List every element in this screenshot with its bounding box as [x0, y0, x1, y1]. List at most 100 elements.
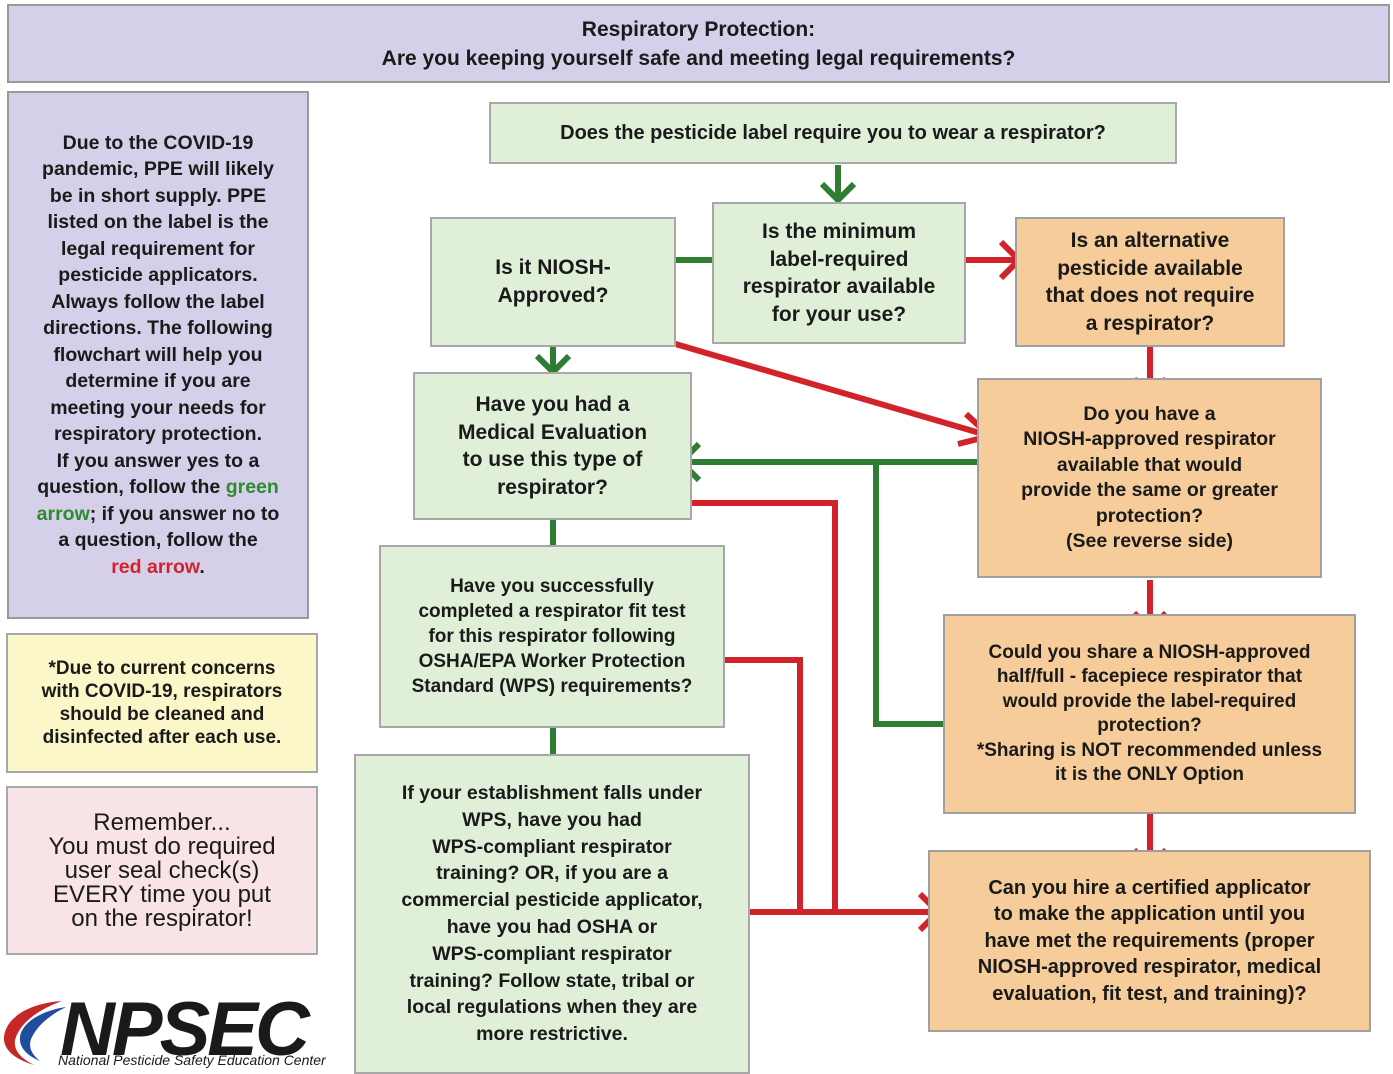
note-line: with COVID-19, respirators: [41, 681, 283, 702]
question-text: a respirator?: [1085, 311, 1215, 335]
question-text: (See reverse side): [1066, 530, 1233, 552]
question-medical-evaluation: Have you had a Medical Evaluation to use…: [413, 372, 692, 520]
question-text: Is the minimum: [761, 220, 917, 243]
intro-line: Always follow the label: [51, 290, 265, 313]
question-text: commercial pesticide applicator,: [401, 889, 703, 912]
question-text: pesticide available: [1057, 256, 1243, 280]
question-text: Have you successfully: [450, 576, 654, 597]
question-text: Can you hire a certified applicator: [988, 876, 1311, 899]
question-text: NIOSH-approved respirator: [1023, 428, 1276, 450]
question-text: to use this type of: [462, 448, 643, 471]
yes-arrow-q1-q2: [819, 165, 857, 205]
intro-line: listed on the label is the: [47, 211, 269, 234]
covid-cleaning-note: *Due to current concerns with COVID-19, …: [6, 633, 318, 773]
no-arrow-q9-q10: [739, 891, 943, 933]
question-text: Do you have a: [1083, 402, 1216, 425]
question-text: available that would: [1056, 453, 1243, 476]
intro-text: ; if you answer no to: [89, 502, 280, 525]
question-text: that does not require: [1045, 284, 1255, 307]
question-text: *Sharing is NOT recommended unless: [976, 739, 1323, 761]
yes-arrow-q6-q5: [676, 441, 994, 483]
note-line: disinfected after each use.: [42, 727, 282, 748]
question-text: it is the ONLY Option: [1055, 764, 1244, 785]
yes-arrow-q8-q5: [873, 462, 963, 727]
question-text: respirator?: [497, 475, 608, 499]
question-text: Does the pesticide label require you to …: [560, 121, 1106, 144]
question-text: WPS-compliant respirator: [432, 835, 672, 858]
remember-line: user seal check(s): [64, 856, 260, 884]
note-line: should be cleaned and: [59, 704, 265, 725]
question-text: Could you share a NIOSH-approved: [988, 641, 1311, 663]
intro-line: be in short supply. PPE: [49, 184, 267, 207]
title-line-2: Are you keeping yourself safe and meetin…: [381, 46, 1016, 70]
question-text: for your use?: [771, 302, 907, 326]
question-text: training? Follow state, tribal or: [409, 969, 695, 992]
intro-line: pandemic, PPE will likely: [42, 158, 274, 181]
question-text: protection?: [1095, 504, 1204, 527]
question-text: completed a respirator fit test: [418, 601, 686, 622]
intro-line: respiratory protection.: [53, 423, 263, 446]
intro-line: flowchart will help you: [53, 343, 263, 366]
intro-line: legal requirement for: [61, 237, 255, 260]
question-label-requires-respirator: Does the pesticide label require you to …: [489, 102, 1177, 164]
question-text: to make the application until you: [993, 903, 1306, 926]
question-text: If your establishment falls under: [401, 782, 703, 805]
question-text: have you had OSHA or: [446, 916, 658, 938]
question-text: NIOSH-approved respirator, medical: [977, 956, 1322, 979]
intro-line: pesticide applicators.: [58, 264, 258, 287]
question-niosh-approved: Is it NIOSH- Approved?: [430, 217, 676, 347]
green-word: green: [225, 476, 279, 499]
page-title: Respiratory Protection: Are you keeping …: [7, 4, 1390, 83]
no-arrow-q5-q10: [679, 500, 838, 912]
remember-line: on the respirator!: [71, 904, 253, 932]
remember-line: Remember...: [93, 808, 231, 836]
question-text: for this respirator following: [428, 626, 676, 647]
question-text: WPS, have you had: [462, 808, 642, 831]
question-text: OSHA/EPA Worker Protection: [418, 651, 686, 672]
npsec-swoosh-icon: [3, 1001, 66, 1065]
question-text: respirator available: [742, 275, 936, 298]
title-line-1: Respiratory Protection:: [581, 17, 816, 41]
question-text: WPS-compliant respirator: [432, 942, 672, 965]
question-equivalent-respirator: Do you have a NIOSH-approved respirator …: [977, 378, 1322, 578]
question-text: would provide the label-required: [1002, 690, 1297, 712]
logo-wordmark: NPSEC: [60, 987, 310, 1072]
question-text: Have you had a: [475, 393, 630, 416]
question-min-respirator-available: Is the minimum label-required respirator…: [712, 202, 966, 344]
question-text: protection?: [1097, 715, 1202, 736]
question-text: Medical Evaluation: [457, 420, 648, 444]
question-text: have met the requirements (proper: [984, 929, 1315, 952]
question-alternative-pesticide: Is an alternative pesticide available th…: [1015, 217, 1285, 347]
question-share-respirator: Could you share a NIOSH-approved half/fu…: [943, 614, 1356, 814]
intro-line: meeting your needs for: [50, 396, 266, 419]
question-text: Standard (WPS) requirements?: [411, 676, 693, 697]
question-hire-certified-applicator: Can you hire a certified applicator to m…: [928, 850, 1371, 1032]
intro-line: Due to the COVID-19: [62, 131, 254, 154]
no-arrow-q3-q6: [654, 335, 997, 447]
red-arrow-text: red arrow: [111, 555, 200, 578]
question-text: Approved?: [497, 284, 609, 307]
question-fit-test: Have you successfully completed a respir…: [379, 545, 725, 728]
intro-line: red arrow.: [111, 554, 205, 581]
remember-line: You must do required: [48, 832, 276, 860]
intro-line: determine if you are: [65, 370, 251, 393]
question-text: half/full - facepiece respirator that: [996, 666, 1303, 687]
remember-box: Remember... You must do required user se…: [6, 786, 318, 955]
question-text: provide the same or greater: [1021, 479, 1278, 501]
intro-line: directions. The following: [43, 317, 273, 340]
question-text: Is an alternative: [1070, 229, 1230, 252]
question-text: more restrictive.: [476, 1023, 628, 1046]
no-arrow-q7-q10: [712, 657, 803, 912]
intro-line: a question, follow the: [58, 529, 258, 552]
note-line: *Due to current concerns: [48, 658, 276, 679]
intro-text: question, follow the: [37, 476, 226, 499]
question-text: Is it NIOSH-: [495, 256, 611, 279]
question-text: local regulations when they are: [406, 996, 698, 1019]
intro-panel: Due to the COVID-19 pandemic, PPE will l…: [7, 91, 309, 619]
question-respirator-training: If your establishment falls under WPS, h…: [354, 754, 750, 1074]
logo-subtitle: National Pesticide Safety Education Cent…: [58, 1052, 326, 1068]
intro-line: If you answer yes to a: [56, 449, 260, 472]
intro-line: arrow; if you answer no to: [37, 501, 280, 528]
question-text: evaluation, fit test, and training)?: [992, 982, 1307, 1005]
intro-line: question, follow the green: [37, 474, 279, 501]
